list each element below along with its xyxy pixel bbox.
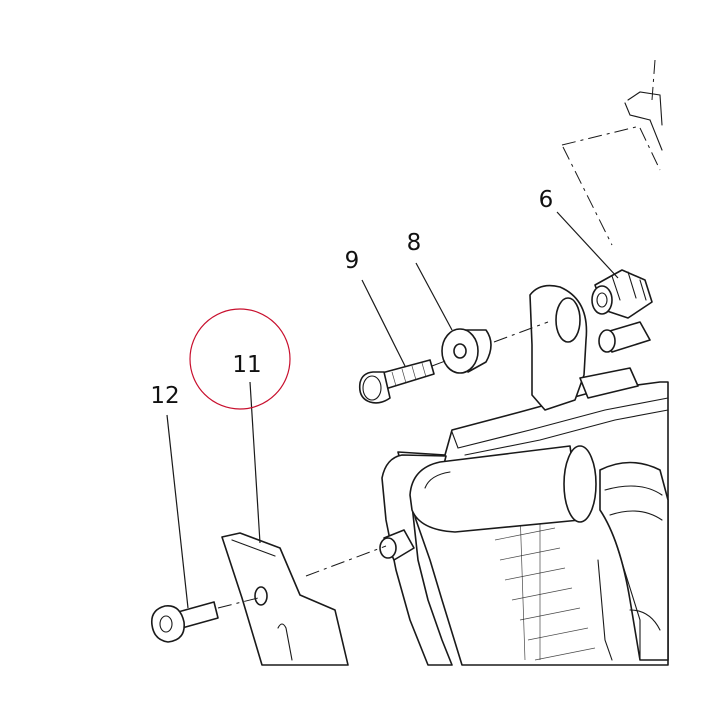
upper-frame-outline [561, 59, 663, 246]
leader-9 [361, 279, 406, 367]
grommet-lower [598, 321, 651, 353]
callout-8: 8 [407, 230, 422, 256]
leader-8 [415, 262, 453, 331]
callout-12: 12 [150, 383, 179, 409]
bolt-part-9 [358, 359, 435, 404]
callout-11-highlight-circle [189, 308, 291, 410]
mounting-tab [529, 284, 639, 411]
housing-stud [379, 529, 415, 561]
leader-6 [556, 211, 619, 279]
callout-11: 11 [232, 352, 261, 378]
callout-9: 9 [345, 248, 360, 274]
bolt-part-12 [150, 601, 219, 643]
leader-11 [249, 381, 261, 544]
coolant-hose [409, 445, 597, 533]
collar-part-8 [441, 328, 492, 374]
assembly-axis-lines [217, 321, 549, 609]
callout-6: 6 [539, 187, 554, 213]
bracket-part-11 [221, 532, 349, 666]
leader-lines [166, 211, 619, 609]
leader-12 [166, 414, 189, 609]
grommet-part-6 [591, 269, 653, 319]
